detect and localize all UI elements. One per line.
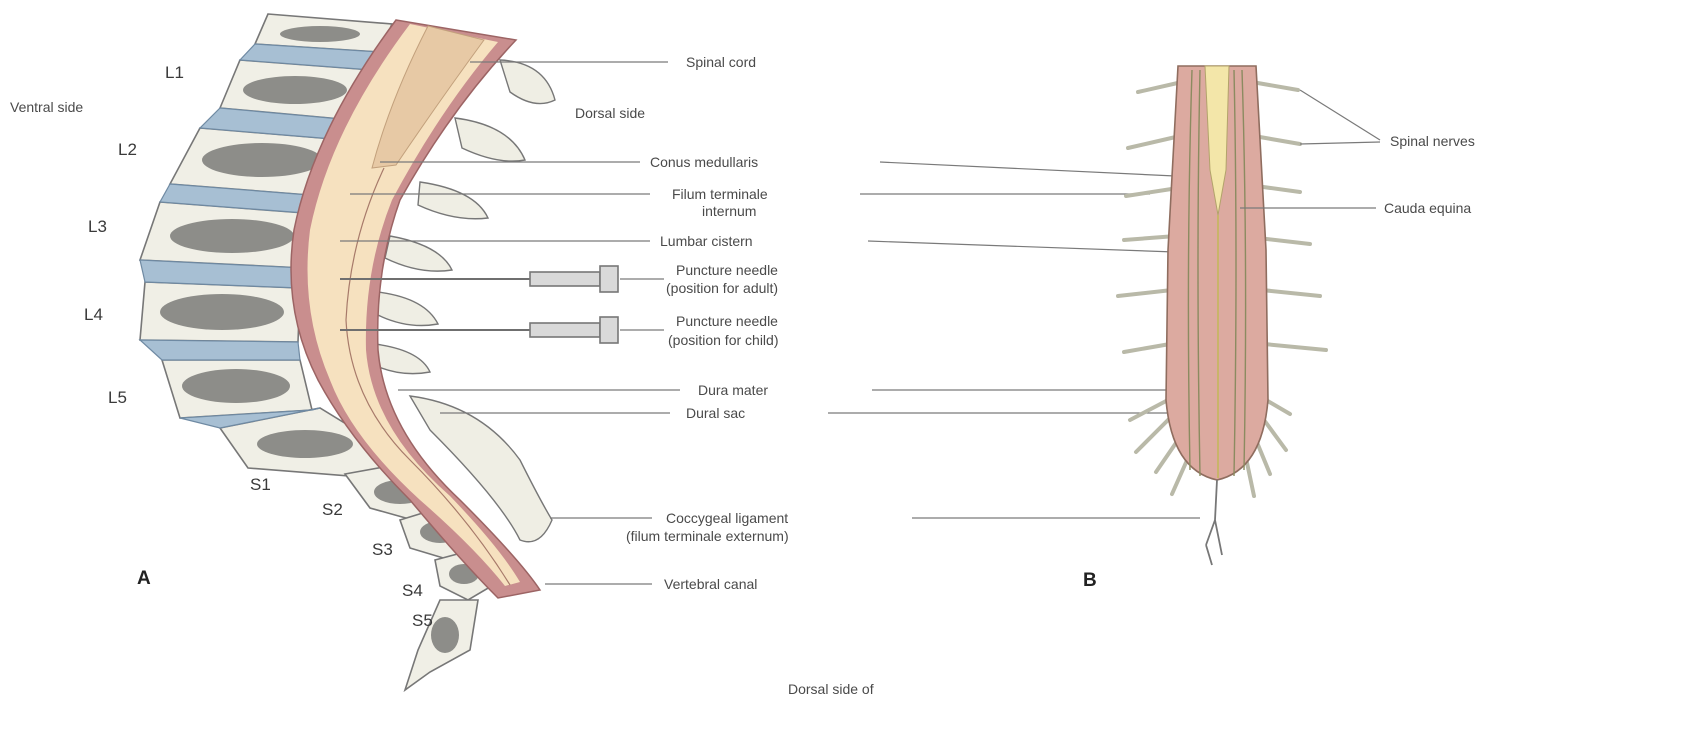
label-filum-terminale-2: internum — [702, 203, 756, 219]
puncture-needle-child — [340, 317, 618, 343]
vertebra-label-l5: L5 — [108, 388, 127, 407]
label-needle-child-1: Puncture needle — [676, 313, 778, 329]
label-coccygeal-ligament-1: Coccygeal ligament — [666, 510, 788, 526]
label-spinal-nerves: Spinal nerves — [1390, 133, 1475, 149]
label-lumbar-cistern: Lumbar cistern — [660, 233, 753, 249]
panel-a-letter: A — [137, 568, 151, 589]
label-spinal-cord: Spinal cord — [686, 54, 756, 70]
panel-b-letter: B — [1083, 570, 1097, 591]
label-needle-child-2: (position for child) — [668, 332, 779, 348]
label-needle-adult-1: Puncture needle — [676, 262, 778, 278]
vertebra-label-s2: S2 — [322, 500, 343, 519]
panel-a: L1 L2 L3 L4 L5 S1 S2 S3 S4 S5 Ventral si… — [10, 14, 1200, 690]
label-filum-terminale-1: Filum terminale — [672, 186, 768, 202]
coccygeal-ligament-b — [1206, 480, 1222, 565]
label-needle-adult-2: (position for adult) — [666, 280, 778, 296]
label-cauda-equina: Cauda equina — [1384, 200, 1471, 216]
vertebra-label-l3: L3 — [88, 217, 107, 236]
cross-panel-leaders — [828, 162, 1200, 518]
vertebra-label-s3: S3 — [372, 540, 393, 559]
dorsal-side-label: Dorsal side — [575, 105, 645, 121]
vertebra-label-s4: S4 — [402, 581, 423, 600]
vertebra-label-l1: L1 — [165, 63, 184, 82]
vertebra-label-l4: L4 — [84, 305, 103, 324]
vertebra-label-s5: S5 — [412, 611, 433, 630]
label-vertebral-canal: Vertebral canal — [664, 576, 757, 592]
label-dura-mater: Dura mater — [698, 382, 768, 398]
ventral-side-label: Ventral side — [10, 99, 83, 115]
label-conus-medullaris: Conus medullaris — [650, 154, 758, 170]
vertebra-label-s1: S1 — [250, 475, 271, 494]
panel-b: Spinal nerves Cauda equina B — [1083, 66, 1475, 591]
vertebra-label-l2: L2 — [118, 140, 137, 159]
bottom-caption: Dorsal side of — [788, 681, 874, 697]
label-dural-sac: Dural sac — [686, 405, 745, 421]
label-coccygeal-ligament-2: (filum terminale externum) — [626, 528, 789, 544]
